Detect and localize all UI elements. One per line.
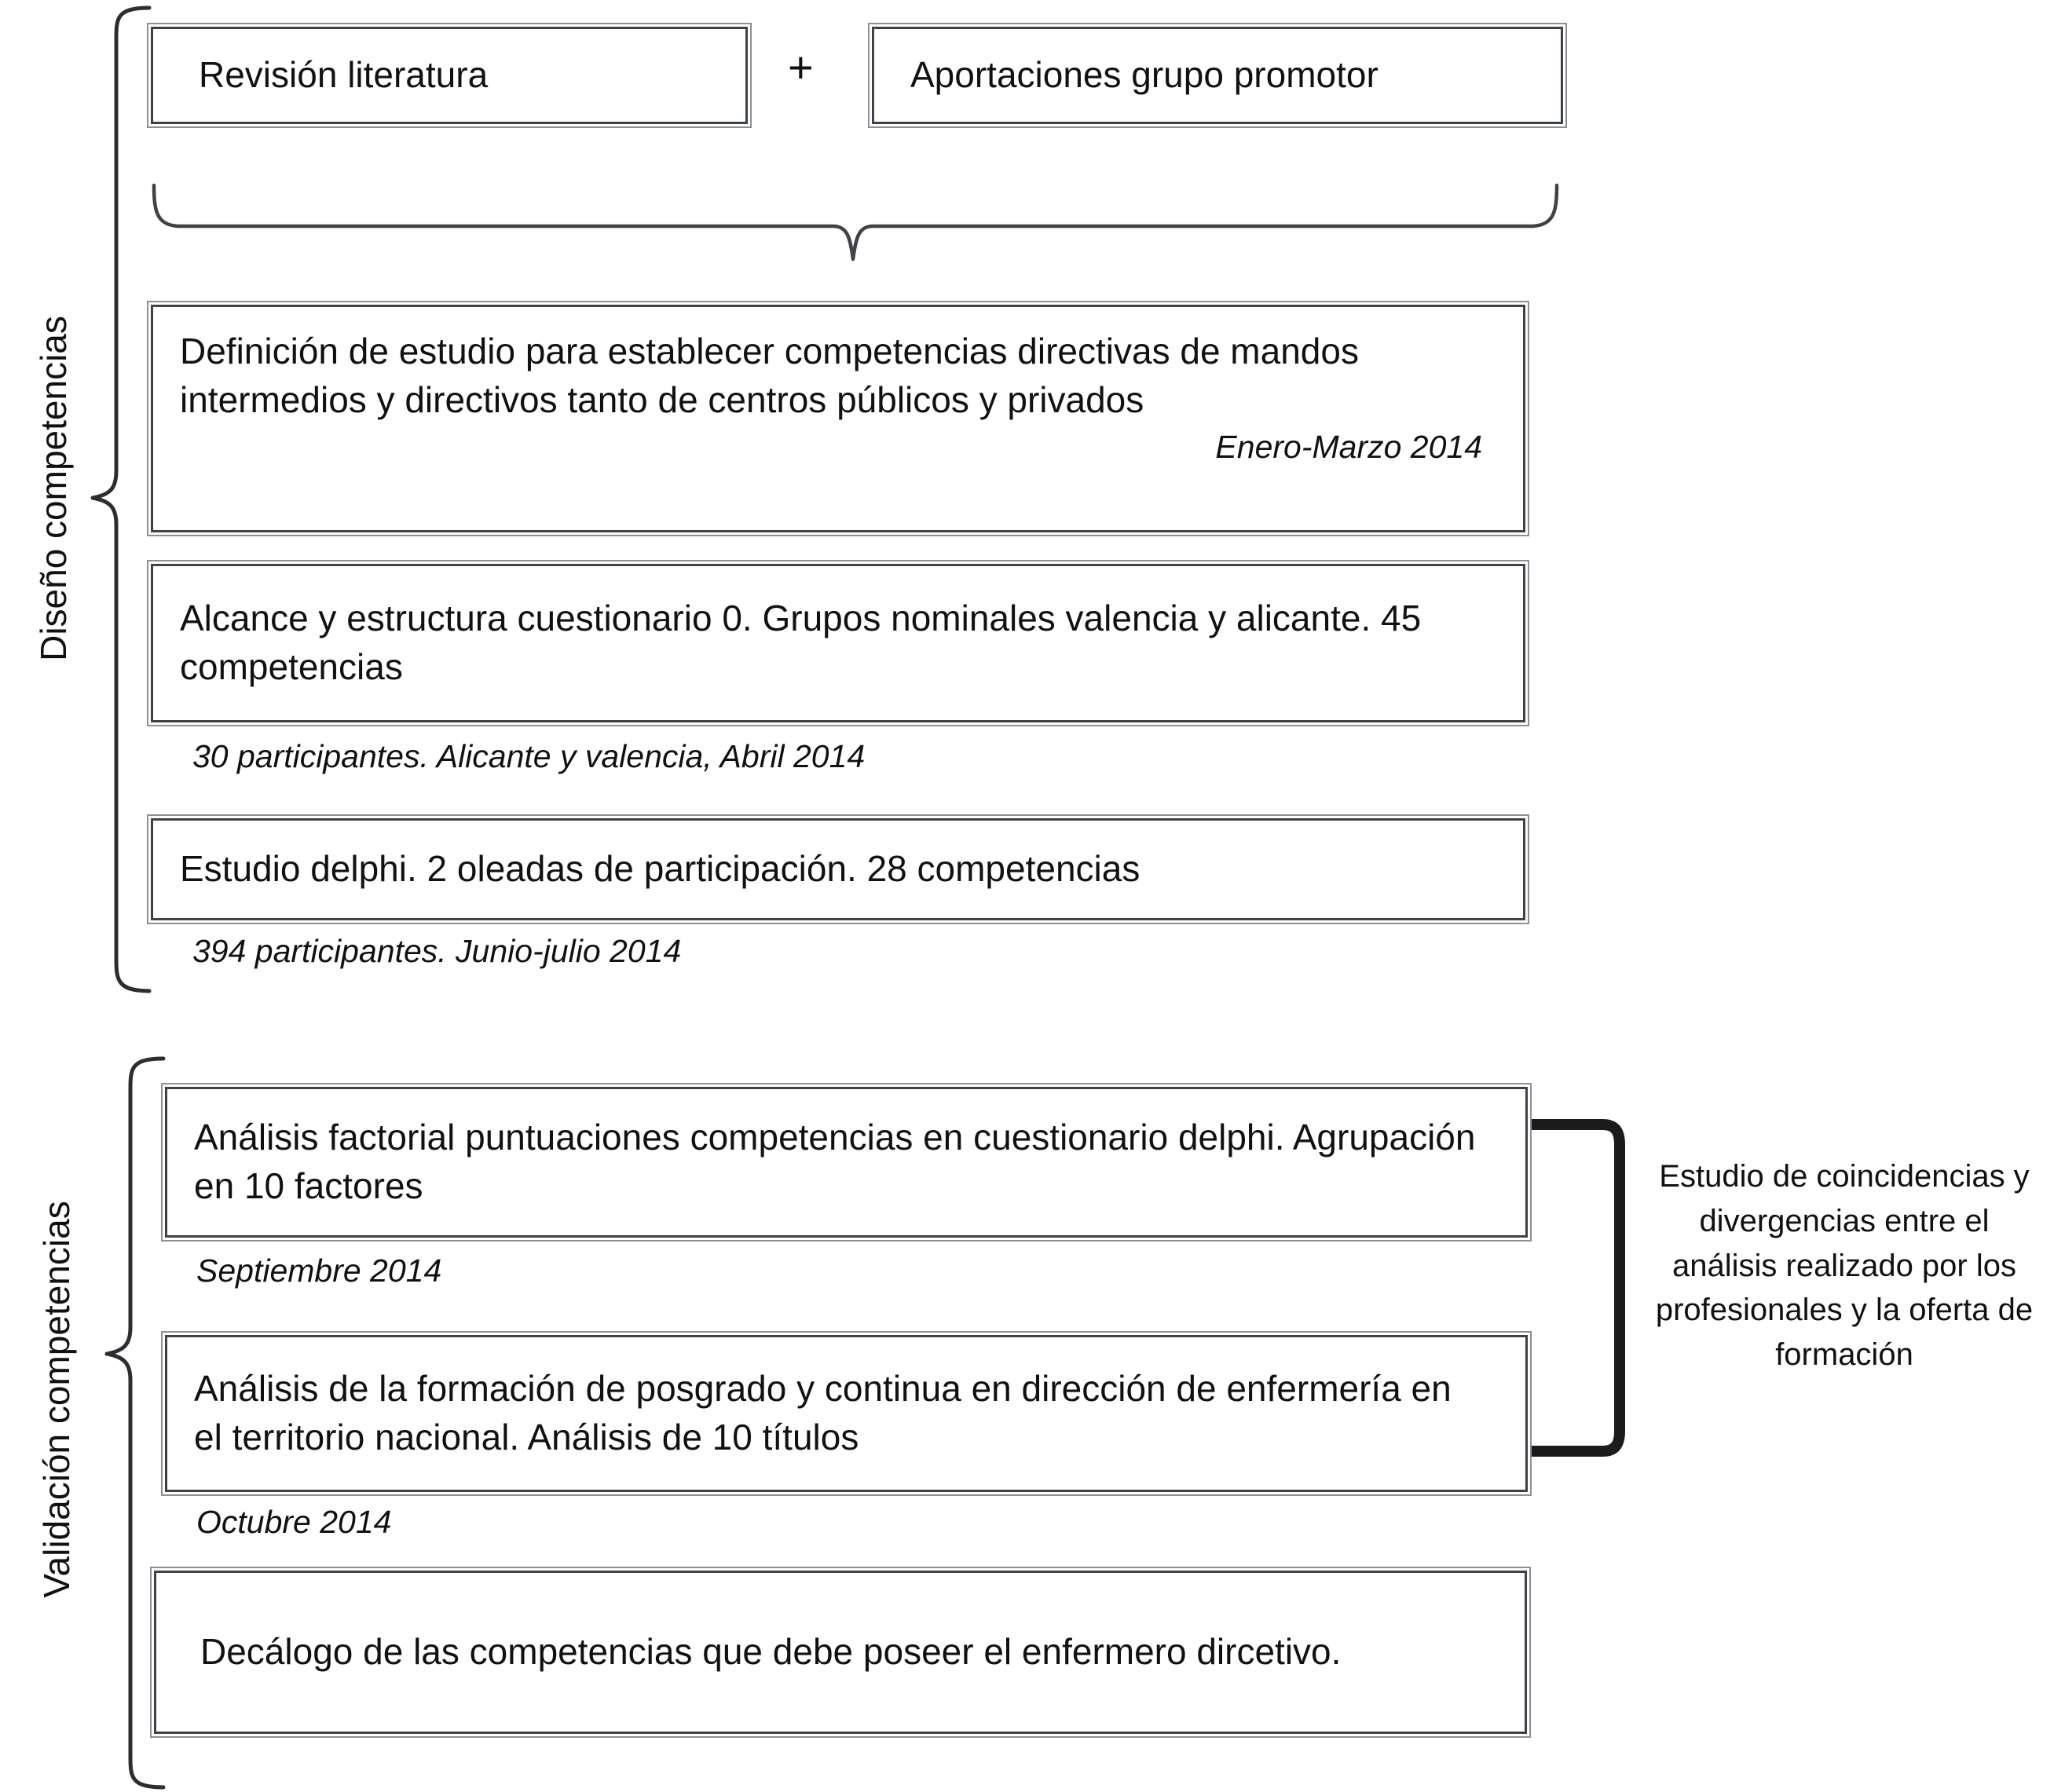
section-label-diseno-competencias: Diseño competencias [33,316,74,661]
section-label-validacion-competencias: Validación competencias [36,1201,77,1598]
box-estudio-delphi[interactable]: Estudio delphi. 2 oleadas de participaci… [151,818,1525,920]
box-revision-literatura-text: Revisión literatura [199,54,489,96]
box-decalogo-competencias[interactable]: Decálogo de las competencias que debe po… [154,1571,1527,1734]
box-estudio-delphi-text: Estudio delphi. 2 oleadas de participaci… [180,848,1141,890]
box-alcance-estructura-cuestionario-text: Alcance y estructura cuestionario 0. Gru… [180,598,1422,687]
caption-analisis-factorial: Septiembre 2014 [196,1253,442,1289]
box-definicion-estudio-date: Enero-Marzo 2014 [1215,429,1482,466]
box-analisis-formacion-posgrado-text: Análisis de la formación de posgrado y c… [194,1368,1452,1457]
box-analisis-formacion-posgrado[interactable]: Análisis de la formación de posgrado y c… [165,1335,1528,1492]
box-revision-literatura[interactable]: Revisión literatura [151,27,748,124]
brace-merge-top-boxes [152,183,1559,261]
caption-estudio-delphi: 394 participantes. Junio-julio 2014 [192,933,682,969]
annotation-estudio-coincidencias: Estudio de coincidencias y divergencias … [1655,1159,2034,1373]
box-decalogo-competencias-text: Decálogo de las competencias que debe po… [200,1631,1342,1673]
box-analisis-factorial-text: Análisis factorial puntuaciones competen… [194,1117,1476,1206]
box-definicion-estudio[interactable]: Definición de estudio para establecer co… [151,305,1525,532]
box-analisis-factorial[interactable]: Análisis factorial puntuaciones competen… [165,1087,1528,1238]
caption-analisis-formacion-posgrado: Octubre 2014 [196,1504,392,1540]
box-aportaciones-grupo-promotor-text: Aportaciones grupo promotor [910,54,1378,96]
brace-diseno-competencias [90,5,152,993]
box-aportaciones-grupo-promotor[interactable]: Aportaciones grupo promotor [872,27,1563,124]
bracket-right-annotation [1521,1119,1625,1457]
caption-alcance-estructura: 30 participantes. Alicante y valencia, A… [192,738,866,774]
box-alcance-estructura-cuestionario[interactable]: Alcance y estructura cuestionario 0. Gru… [151,564,1525,722]
plus-operator: + [788,42,814,92]
box-definicion-estudio-text: Definición de estudio para establecer co… [180,331,1359,420]
